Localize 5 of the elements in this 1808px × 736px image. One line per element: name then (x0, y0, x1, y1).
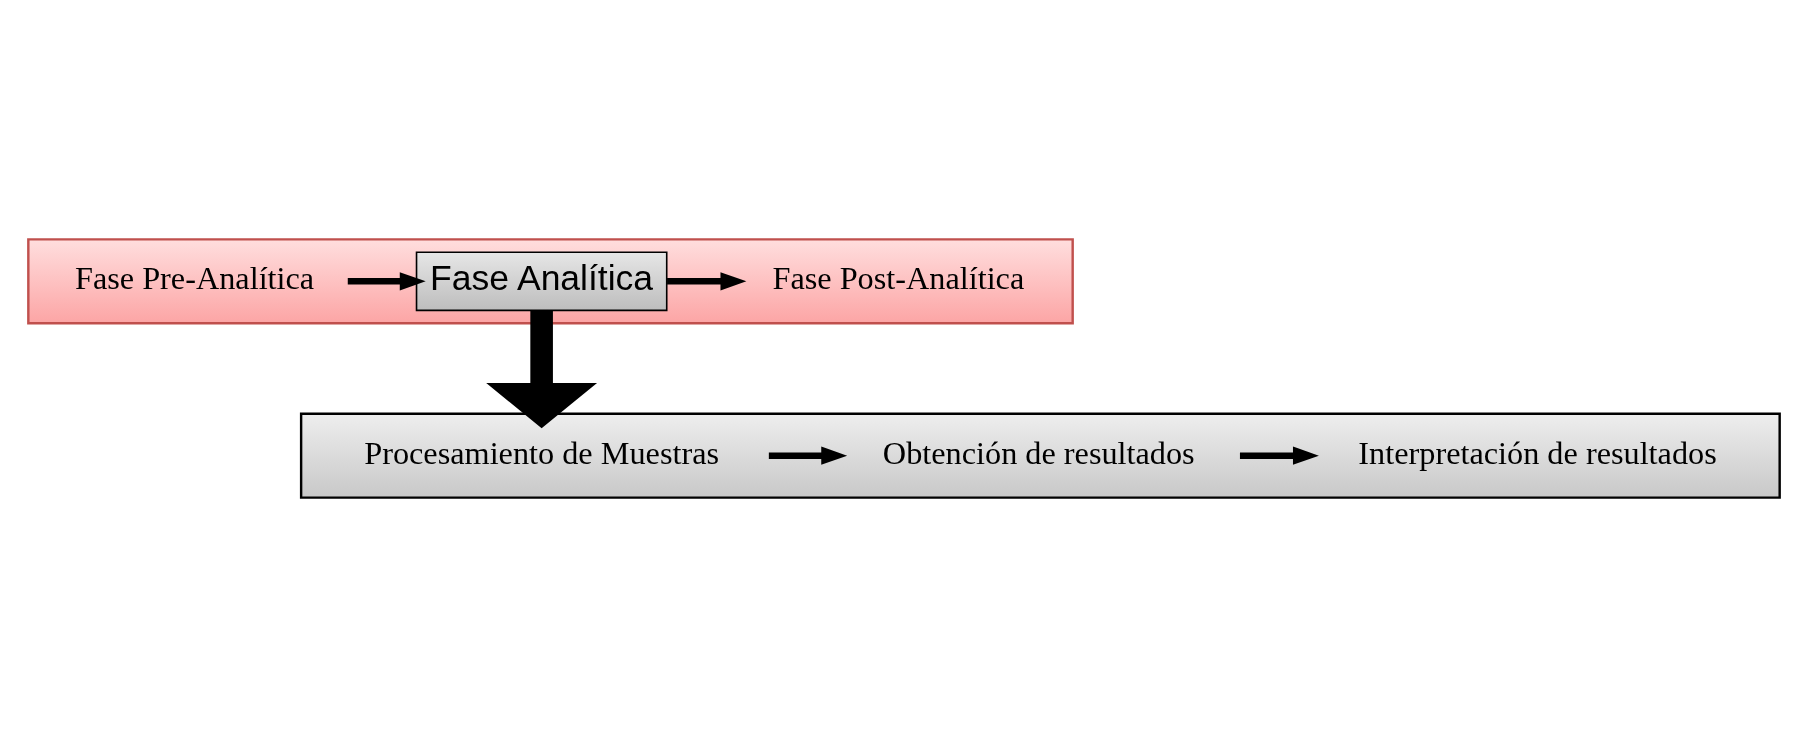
node-text: Procesamiento de Muestras (364, 434, 720, 471)
node-text: Interpretación de resultados (1358, 434, 1717, 471)
node-text: Obtención de resultados (882, 434, 1195, 471)
node-text: Fase Post-Analítica (772, 259, 1025, 296)
node-text: Fase Pre-Analítica (74, 259, 315, 296)
